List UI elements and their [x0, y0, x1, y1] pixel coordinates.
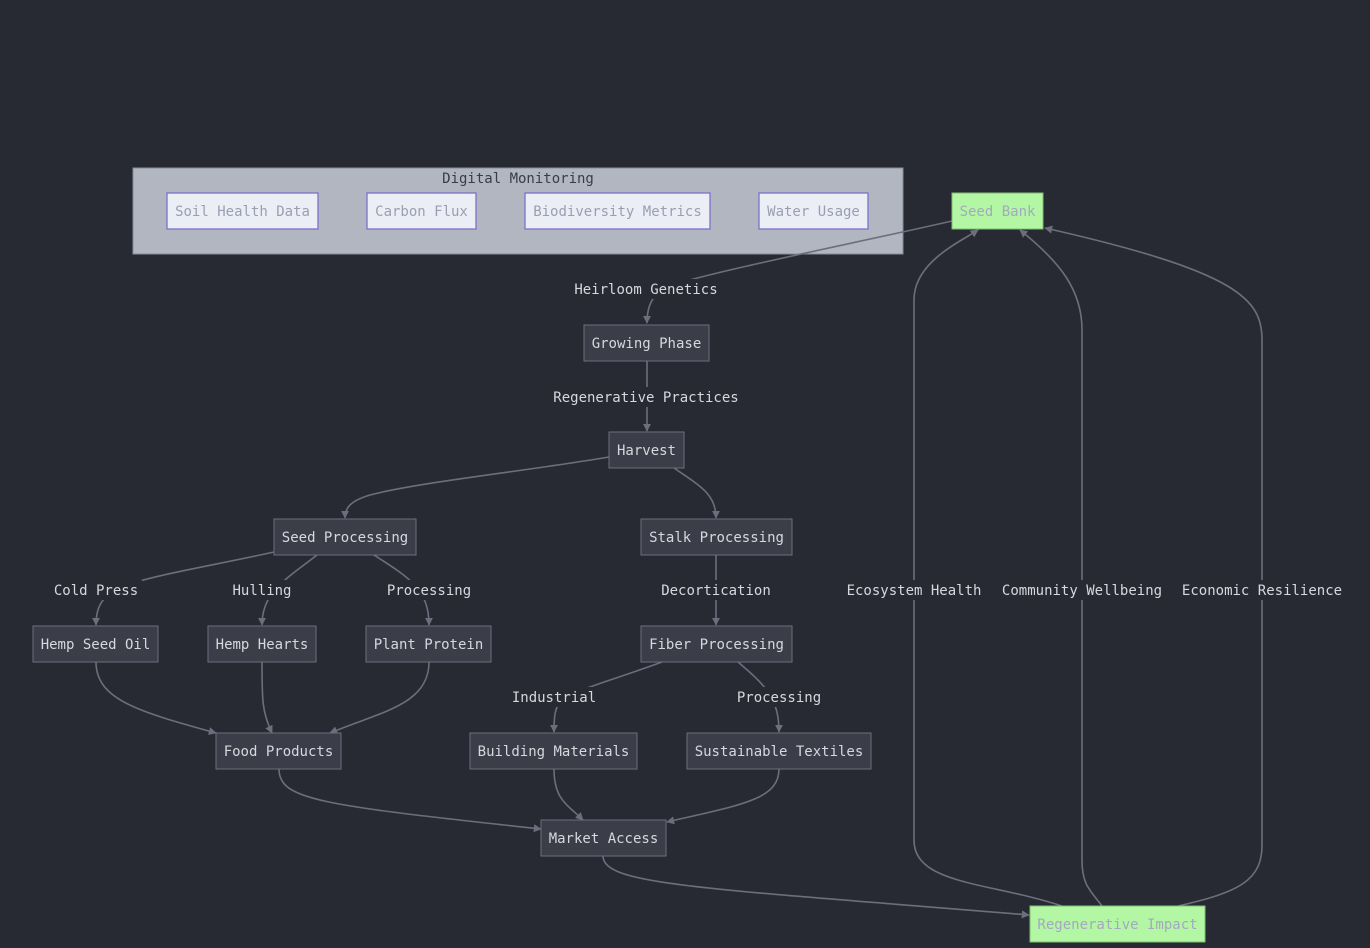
- edge-protein-food: [329, 661, 430, 734]
- node-water-usage[interactable]: Water Usage: [758, 192, 869, 230]
- edge-label-industrial: Industrial: [512, 690, 596, 706]
- node-hemp-seed-oil[interactable]: Hemp Seed Oil: [32, 625, 159, 663]
- node-label: Regenerative Impact: [1037, 917, 1197, 933]
- edge-label-regenerative-practices: Regenerative Practices: [553, 390, 738, 406]
- node-soil-health-data[interactable]: Soil Health Data: [166, 192, 319, 230]
- node-label: Growing Phase: [592, 336, 702, 352]
- node-biodiversity-metrics[interactable]: Biodiversity Metrics: [524, 192, 711, 230]
- edge-label-processing-fiber: Processing: [737, 690, 821, 706]
- node-building-materials[interactable]: Building Materials: [469, 732, 638, 770]
- edge-oil-food: [95, 661, 217, 735]
- node-label: Plant Protein: [374, 637, 484, 653]
- node-label: Harvest: [617, 443, 676, 459]
- edge-hearts-food: [261, 661, 273, 734]
- node-carbon-flux[interactable]: Carbon Flux: [366, 192, 477, 230]
- edge-label-ecosystem-health: Ecosystem Health: [847, 583, 982, 599]
- node-label: Market Access: [549, 831, 659, 847]
- node-label: Biodiversity Metrics: [533, 204, 702, 220]
- node-label: Sustainable Textiles: [695, 744, 864, 760]
- edge-harvest-seedproc: [341, 456, 610, 519]
- nodes: Seed Bank Growing Phase Harvest Seed Pro…: [32, 192, 1206, 943]
- node-label: Fiber Processing: [649, 637, 784, 653]
- edge-market-impact: [602, 855, 1030, 919]
- node-seed-processing[interactable]: Seed Processing: [273, 518, 417, 556]
- node-label: Seed Bank: [960, 204, 1036, 220]
- node-growing-phase[interactable]: Growing Phase: [583, 324, 710, 362]
- node-label: Building Materials: [478, 744, 630, 760]
- edge-food-market: [278, 768, 542, 833]
- edge-impact-seedbank-economic: [1044, 225, 1263, 907]
- edges: [92, 220, 1263, 919]
- edge-labels: Heirloom Genetics Regenerative Practices…: [50, 279, 1346, 707]
- node-market-access[interactable]: Market Access: [540, 819, 667, 857]
- node-stalk-processing[interactable]: Stalk Processing: [640, 518, 793, 556]
- node-sustainable-textiles[interactable]: Sustainable Textiles: [686, 732, 872, 770]
- edge-label-cold-press: Cold Press: [54, 583, 138, 599]
- node-label: Carbon Flux: [375, 204, 468, 220]
- node-food-products[interactable]: Food Products: [215, 732, 342, 770]
- edge-textiles-market: [666, 768, 780, 825]
- node-label: Hemp Seed Oil: [41, 637, 151, 653]
- edge-building-market: [553, 768, 584, 821]
- node-label: Stalk Processing: [649, 530, 784, 546]
- node-fiber-processing[interactable]: Fiber Processing: [640, 625, 793, 663]
- cluster-title: Digital Monitoring: [442, 171, 594, 187]
- node-seed-bank[interactable]: Seed Bank: [951, 192, 1044, 230]
- edge-impact-seedbank-ecosystem: [913, 229, 1063, 907]
- node-hemp-hearts[interactable]: Hemp Hearts: [207, 625, 317, 663]
- edge-label-decortication: Decortication: [661, 583, 771, 599]
- edge-label-heirloom-genetics: Heirloom Genetics: [574, 282, 717, 298]
- node-label: Seed Processing: [282, 530, 408, 546]
- node-plant-protein[interactable]: Plant Protein: [365, 625, 492, 663]
- node-label: Water Usage: [767, 204, 860, 220]
- edge-harvest-stalkproc: [673, 467, 720, 519]
- node-label: Food Products: [224, 744, 334, 760]
- edge-label-hulling: Hulling: [232, 583, 291, 599]
- node-label: Hemp Hearts: [216, 637, 309, 653]
- node-regenerative-impact[interactable]: Regenerative Impact: [1029, 905, 1206, 943]
- edge-label-community-wellbeing: Community Wellbeing: [1002, 583, 1162, 599]
- node-label: Soil Health Data: [175, 204, 310, 220]
- edge-impact-seedbank-community: [1019, 229, 1103, 907]
- edge-label-processing-seed: Processing: [387, 583, 471, 599]
- node-harvest[interactable]: Harvest: [608, 431, 685, 469]
- edge-label-economic-resilience: Economic Resilience: [1182, 583, 1342, 599]
- digital-monitoring-cluster: Digital Monitoring Soil Health Data Carb…: [132, 167, 904, 255]
